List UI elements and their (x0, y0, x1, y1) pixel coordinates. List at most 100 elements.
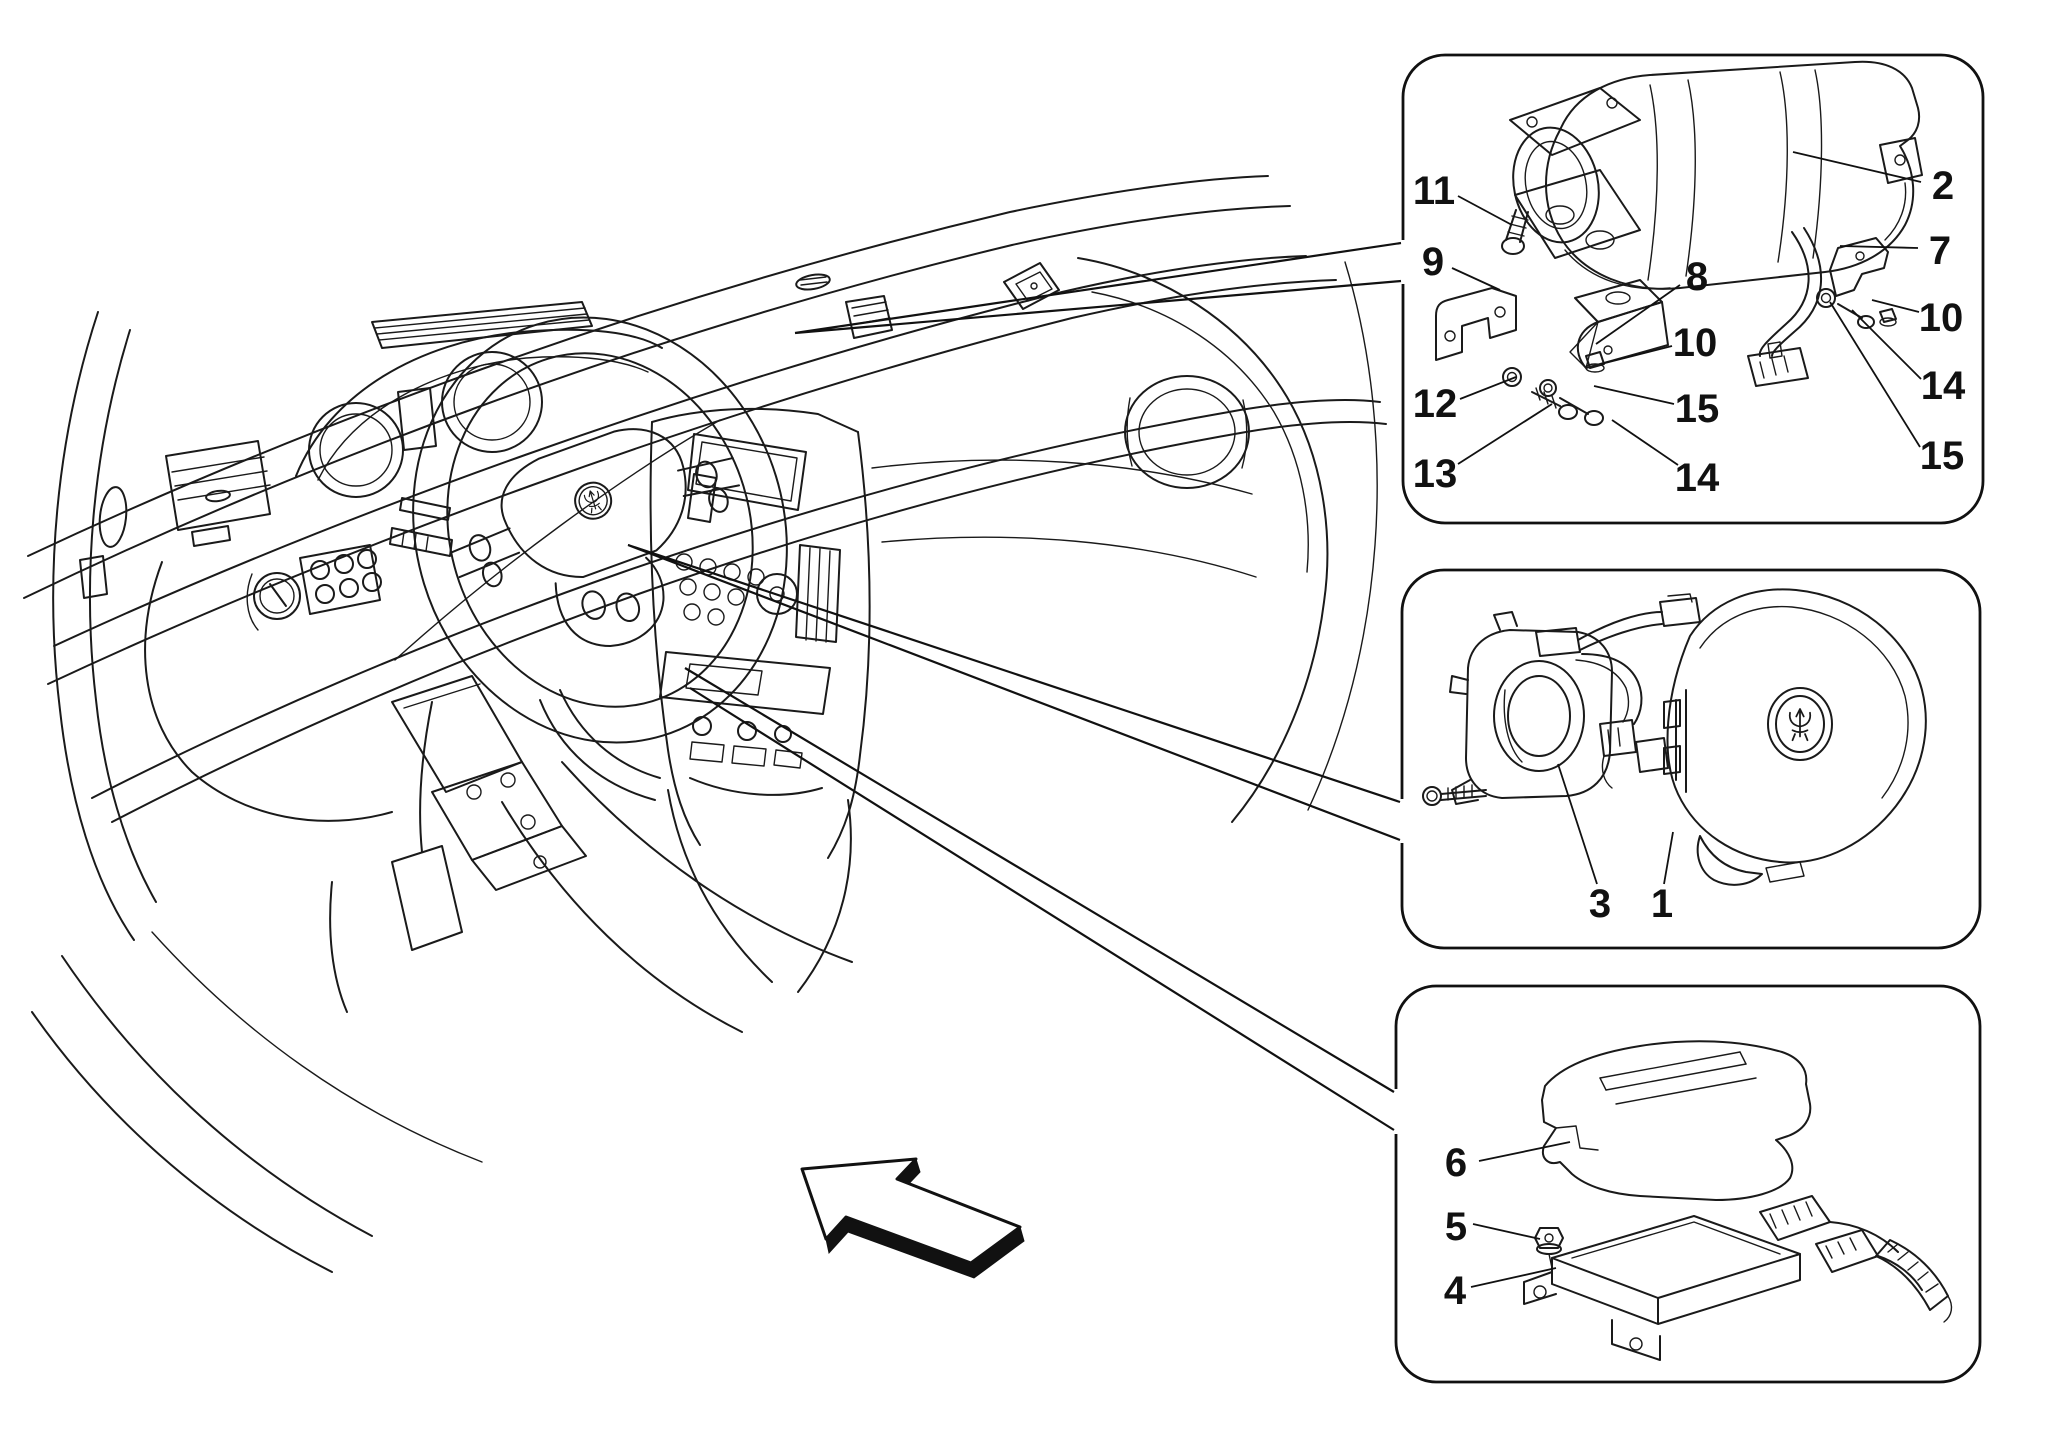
line-art-segment (471, 825, 587, 891)
line-art-segment (468, 534, 492, 562)
ecu-nut-5 (1534, 1227, 1564, 1269)
callout-label-6[interactable]: 6 (1445, 1141, 1467, 1185)
line-art-segment (1449, 675, 1469, 695)
line-art-segment (747, 568, 765, 586)
line-art-segment (1506, 371, 1518, 383)
line-art-segment (1524, 140, 1588, 230)
line-art-segment (1825, 1237, 1857, 1259)
line-art-segment (1533, 1285, 1547, 1299)
line-art-segment (684, 667, 1395, 1131)
line-art-segment (1667, 593, 1693, 603)
line-art-segment (1559, 397, 1589, 415)
dashboard-brow (91, 261, 1387, 823)
line-art-segment (47, 279, 1337, 685)
line-art-segment (165, 440, 271, 531)
ignition-switch (246, 572, 301, 631)
line-art-segment (171, 456, 271, 501)
line-art-segment (651, 407, 859, 433)
callout-label-10[interactable]: 10 (1673, 321, 1718, 365)
callout-label-5[interactable]: 5 (1445, 1205, 1467, 1249)
line-art-segment (1603, 345, 1613, 355)
callout-leader-line (1792, 151, 1922, 183)
line-art-segment (1541, 1040, 1812, 1201)
line-art-segment (627, 543, 1401, 842)
line-art-segment (397, 387, 437, 451)
line-art-segment (881, 536, 1257, 578)
line-art-segment (533, 855, 547, 869)
line-art-segment (1601, 755, 1613, 789)
callout-label-14[interactable]: 14 (1921, 364, 1966, 408)
callout-label-1[interactable]: 1 (1651, 882, 1673, 926)
line-art-segment (707, 608, 725, 626)
callout-label-7[interactable]: 7 (1929, 229, 1951, 273)
line-art-segment (1577, 301, 1669, 369)
control-stalks (389, 473, 717, 557)
line-art-segment (1857, 315, 1875, 329)
callout-label-15[interactable]: 15 (1675, 387, 1720, 431)
line-art-segment (308, 402, 404, 498)
line-art-segment (1091, 291, 1309, 573)
line-art-segment (1611, 1319, 1661, 1361)
line-art-segment (1606, 97, 1618, 109)
line-art-segment (695, 441, 798, 502)
callout-label-3[interactable]: 3 (1589, 882, 1611, 926)
line-art-segment (1544, 1233, 1554, 1243)
line-art-segment (737, 721, 757, 741)
line-art-segment (295, 328, 663, 477)
line-art-segment (1767, 341, 1783, 359)
callout-label-12[interactable]: 12 (1413, 382, 1458, 426)
border-gap (1395, 799, 1409, 843)
line-art-segment (1577, 611, 1663, 651)
line-art-segment (371, 301, 593, 349)
callout-label-4[interactable]: 4 (1444, 1269, 1467, 1313)
line-art-segment (1558, 404, 1578, 420)
line-art-segment (574, 481, 613, 520)
line-art-segment (1509, 87, 1641, 156)
line-art-segment (1759, 1195, 1831, 1241)
line-art-segment (1769, 1201, 1813, 1229)
line-art-segment (805, 547, 831, 643)
line-art-segment (1663, 699, 1681, 729)
driver-airbag-drawing (1663, 588, 1927, 886)
line-art-segment (1607, 727, 1621, 749)
line-art-segment (1555, 1125, 1599, 1151)
line-art-segment (1015, 271, 1053, 302)
callout-label-14[interactable]: 14 (1675, 456, 1720, 500)
callout-label-11[interactable]: 11 (1413, 169, 1455, 213)
side-air-vent (165, 440, 271, 547)
callout-label-8[interactable]: 8 (1686, 255, 1708, 299)
line-art-segment (685, 663, 763, 696)
clock-spring-drawing (1422, 593, 1701, 806)
line-art-segment (466, 784, 482, 800)
line-art-segment (615, 592, 641, 623)
callout-leader-line (1871, 299, 1920, 313)
callout-label-15[interactable]: 15 (1920, 434, 1965, 478)
callout-label-10[interactable]: 10 (1919, 296, 1964, 340)
line-art-segment (1599, 719, 1637, 757)
line-art-segment (1765, 861, 1805, 883)
line-art-segment (1599, 1051, 1747, 1091)
wiring-harness (1747, 227, 1823, 387)
callout-label-9[interactable]: 9 (1422, 240, 1444, 284)
callout-label-13[interactable]: 13 (1413, 452, 1458, 496)
line-art-segment (703, 583, 721, 601)
line-art-segment (1629, 1337, 1643, 1351)
callout-connector-lines (627, 241, 1402, 1131)
line-art-segment (1943, 1295, 1953, 1323)
maserati-trident-icon (582, 488, 604, 514)
line-art-segment (1126, 397, 1248, 469)
control-unit-panel-border (1394, 984, 1982, 1384)
line-art-segment (389, 527, 453, 557)
line-art-segment (1545, 60, 1921, 290)
line-art-segment (481, 561, 503, 588)
line-art-segment (391, 675, 523, 793)
line-art-segment (1605, 291, 1631, 305)
line-art-segment (334, 554, 354, 574)
line-art-segment (374, 307, 590, 341)
callout-label-2[interactable]: 2 (1932, 164, 1954, 208)
line-art-segment (88, 329, 157, 903)
line-art-segment (689, 741, 803, 769)
